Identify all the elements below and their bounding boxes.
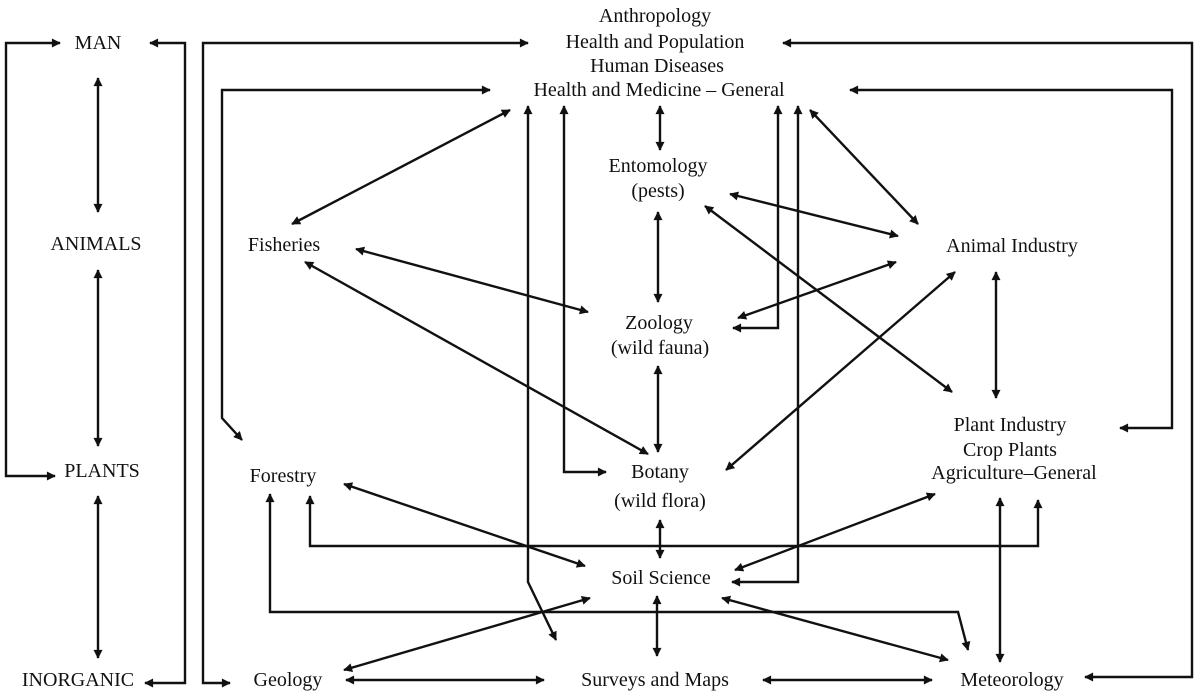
arrow-health-botany bbox=[559, 105, 607, 477]
node-health-population: Health and Population bbox=[565, 31, 745, 53]
arrow-entomology-plant bbox=[704, 205, 953, 393]
loop-man-inorganic bbox=[144, 38, 187, 688]
node-agriculture-general: Agriculture–General bbox=[931, 462, 1097, 484]
arrow-fisheries-botany bbox=[304, 260, 649, 456]
arrow-health-surveys bbox=[523, 105, 558, 641]
node-geology: Geology bbox=[253, 669, 323, 691]
arrow-health-zoology bbox=[732, 105, 783, 333]
node-fisheries: Fisheries bbox=[247, 234, 321, 256]
arrow-zoology-animal bbox=[737, 260, 897, 320]
node-zoology-fauna: (wild fauna) bbox=[610, 337, 710, 359]
node-animals: ANIMALS bbox=[50, 233, 142, 255]
node-animal-industry: Animal Industry bbox=[946, 235, 1078, 257]
node-plant-industry: Plant Industry bbox=[953, 414, 1067, 436]
loop-man-plants bbox=[4, 38, 61, 481]
node-zoology: Zoology bbox=[625, 312, 693, 334]
node-soil-science: Soil Science bbox=[611, 567, 711, 589]
arrow-soil-meteorology bbox=[721, 595, 949, 663]
node-inorganic: INORGANIC bbox=[21, 669, 135, 691]
node-human-diseases: Human Diseases bbox=[590, 55, 724, 77]
node-entomology: Entomology bbox=[608, 155, 708, 177]
arrow-fisheries-zoology bbox=[355, 246, 589, 315]
arrow-plant-soil bbox=[734, 492, 936, 572]
node-anthropology: Anthropology bbox=[598, 5, 712, 27]
node-man: MAN bbox=[74, 32, 122, 54]
node-surveys-maps: Surveys and Maps bbox=[581, 669, 729, 691]
arrow-entomology-animal bbox=[729, 191, 899, 239]
node-plants: PLANTS bbox=[64, 460, 140, 482]
node-crop-plants: Crop Plants bbox=[963, 439, 1057, 461]
arrow-health-soil bbox=[731, 105, 803, 587]
arrow-health-animal bbox=[809, 109, 919, 225]
node-botany-flora: (wild flora) bbox=[614, 490, 706, 512]
frame-right bbox=[782, 38, 1194, 682]
arrow-health-fisheries bbox=[291, 108, 511, 226]
arrow-plant-health bbox=[849, 85, 1174, 433]
node-entomology-pests: (pests) bbox=[631, 180, 685, 202]
frame-left bbox=[201, 38, 529, 688]
node-meteorology: Meteorology bbox=[960, 669, 1064, 691]
node-botany: Botany bbox=[631, 461, 689, 483]
arrow-animal-botany bbox=[725, 271, 956, 471]
arrow-forestry-health bbox=[220, 85, 491, 441]
node-health-medicine: Health and Medicine – General bbox=[533, 79, 785, 101]
arrow-forestry-soil bbox=[343, 482, 586, 568]
node-forestry: Forestry bbox=[249, 465, 317, 487]
arrow-forestry-meteorology bbox=[265, 493, 971, 651]
